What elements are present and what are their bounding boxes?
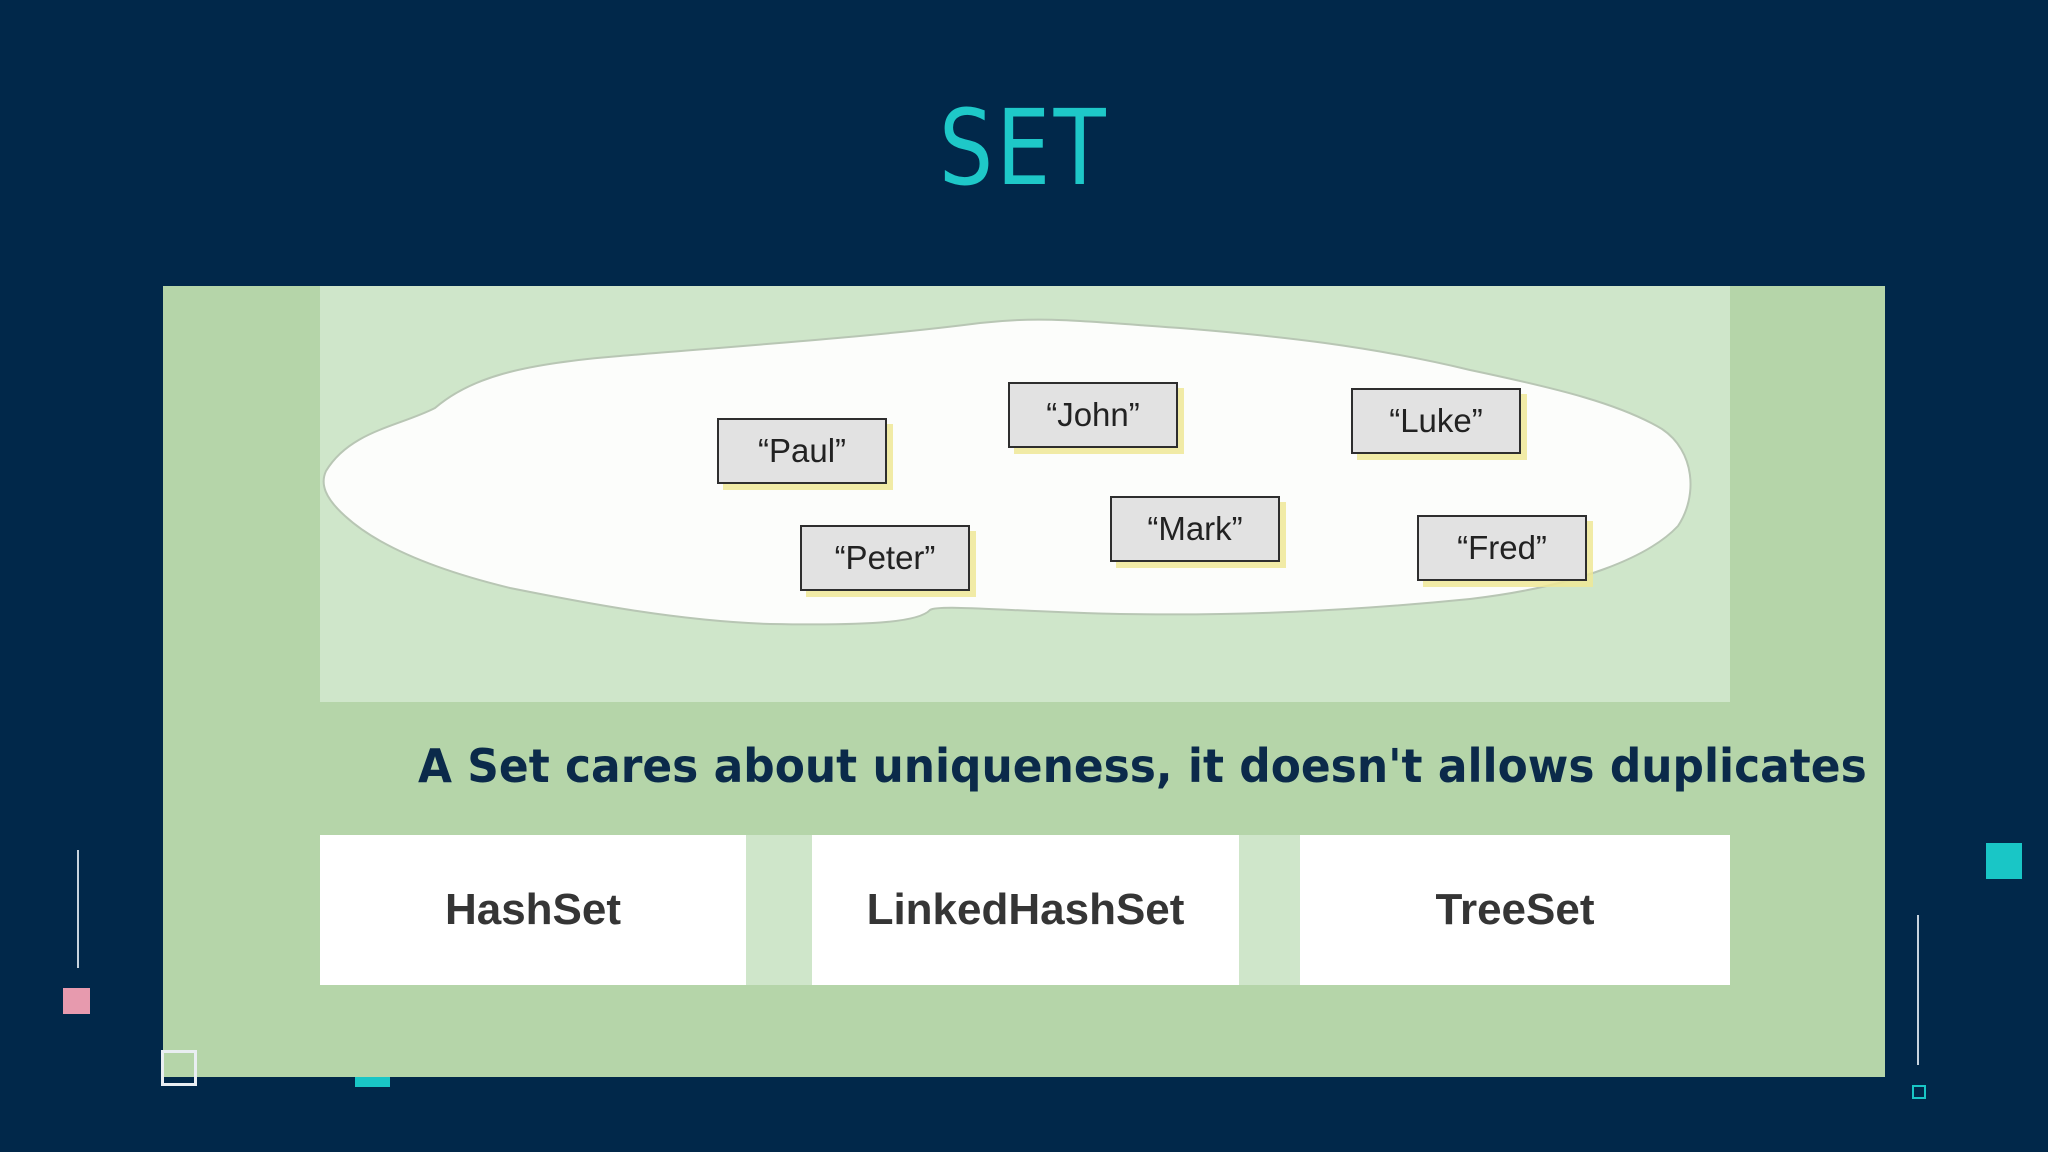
decorative-square-teal: [1986, 843, 2022, 879]
impl-linkedhashset: LinkedHashSet: [812, 835, 1239, 985]
set-member-luke: “Luke”: [1351, 388, 1521, 454]
set-blob-shape: [322, 318, 1692, 626]
set-member-john: “John”: [1008, 382, 1178, 448]
decorative-line: [1917, 915, 1919, 1065]
impl-divider: [746, 835, 812, 985]
set-member-mark: “Mark”: [1110, 496, 1280, 562]
content-panel: “Paul” “John” “Luke” “Peter” “Mark” “Fre…: [163, 286, 1885, 1077]
set-member-fred: “Fred”: [1417, 515, 1587, 581]
uniqueness-caption: A Set cares about uniqueness, it doesn't…: [418, 739, 1867, 793]
impl-divider: [1239, 835, 1300, 985]
decorative-bar-teal: [355, 1077, 390, 1087]
decorative-square-small: [1912, 1085, 1926, 1099]
impl-treeset: TreeSet: [1300, 835, 1730, 985]
slide-title: SET: [939, 87, 1109, 209]
set-member-peter: “Peter”: [800, 525, 970, 591]
decorative-line: [77, 850, 79, 968]
set-diagram-image: “Paul” “John” “Luke” “Peter” “Mark” “Fre…: [320, 286, 1730, 702]
decorative-square-pink: [63, 988, 90, 1014]
impl-hashset: HashSet: [320, 835, 746, 985]
decorative-square-outline: [161, 1050, 197, 1086]
set-member-paul: “Paul”: [717, 418, 887, 484]
